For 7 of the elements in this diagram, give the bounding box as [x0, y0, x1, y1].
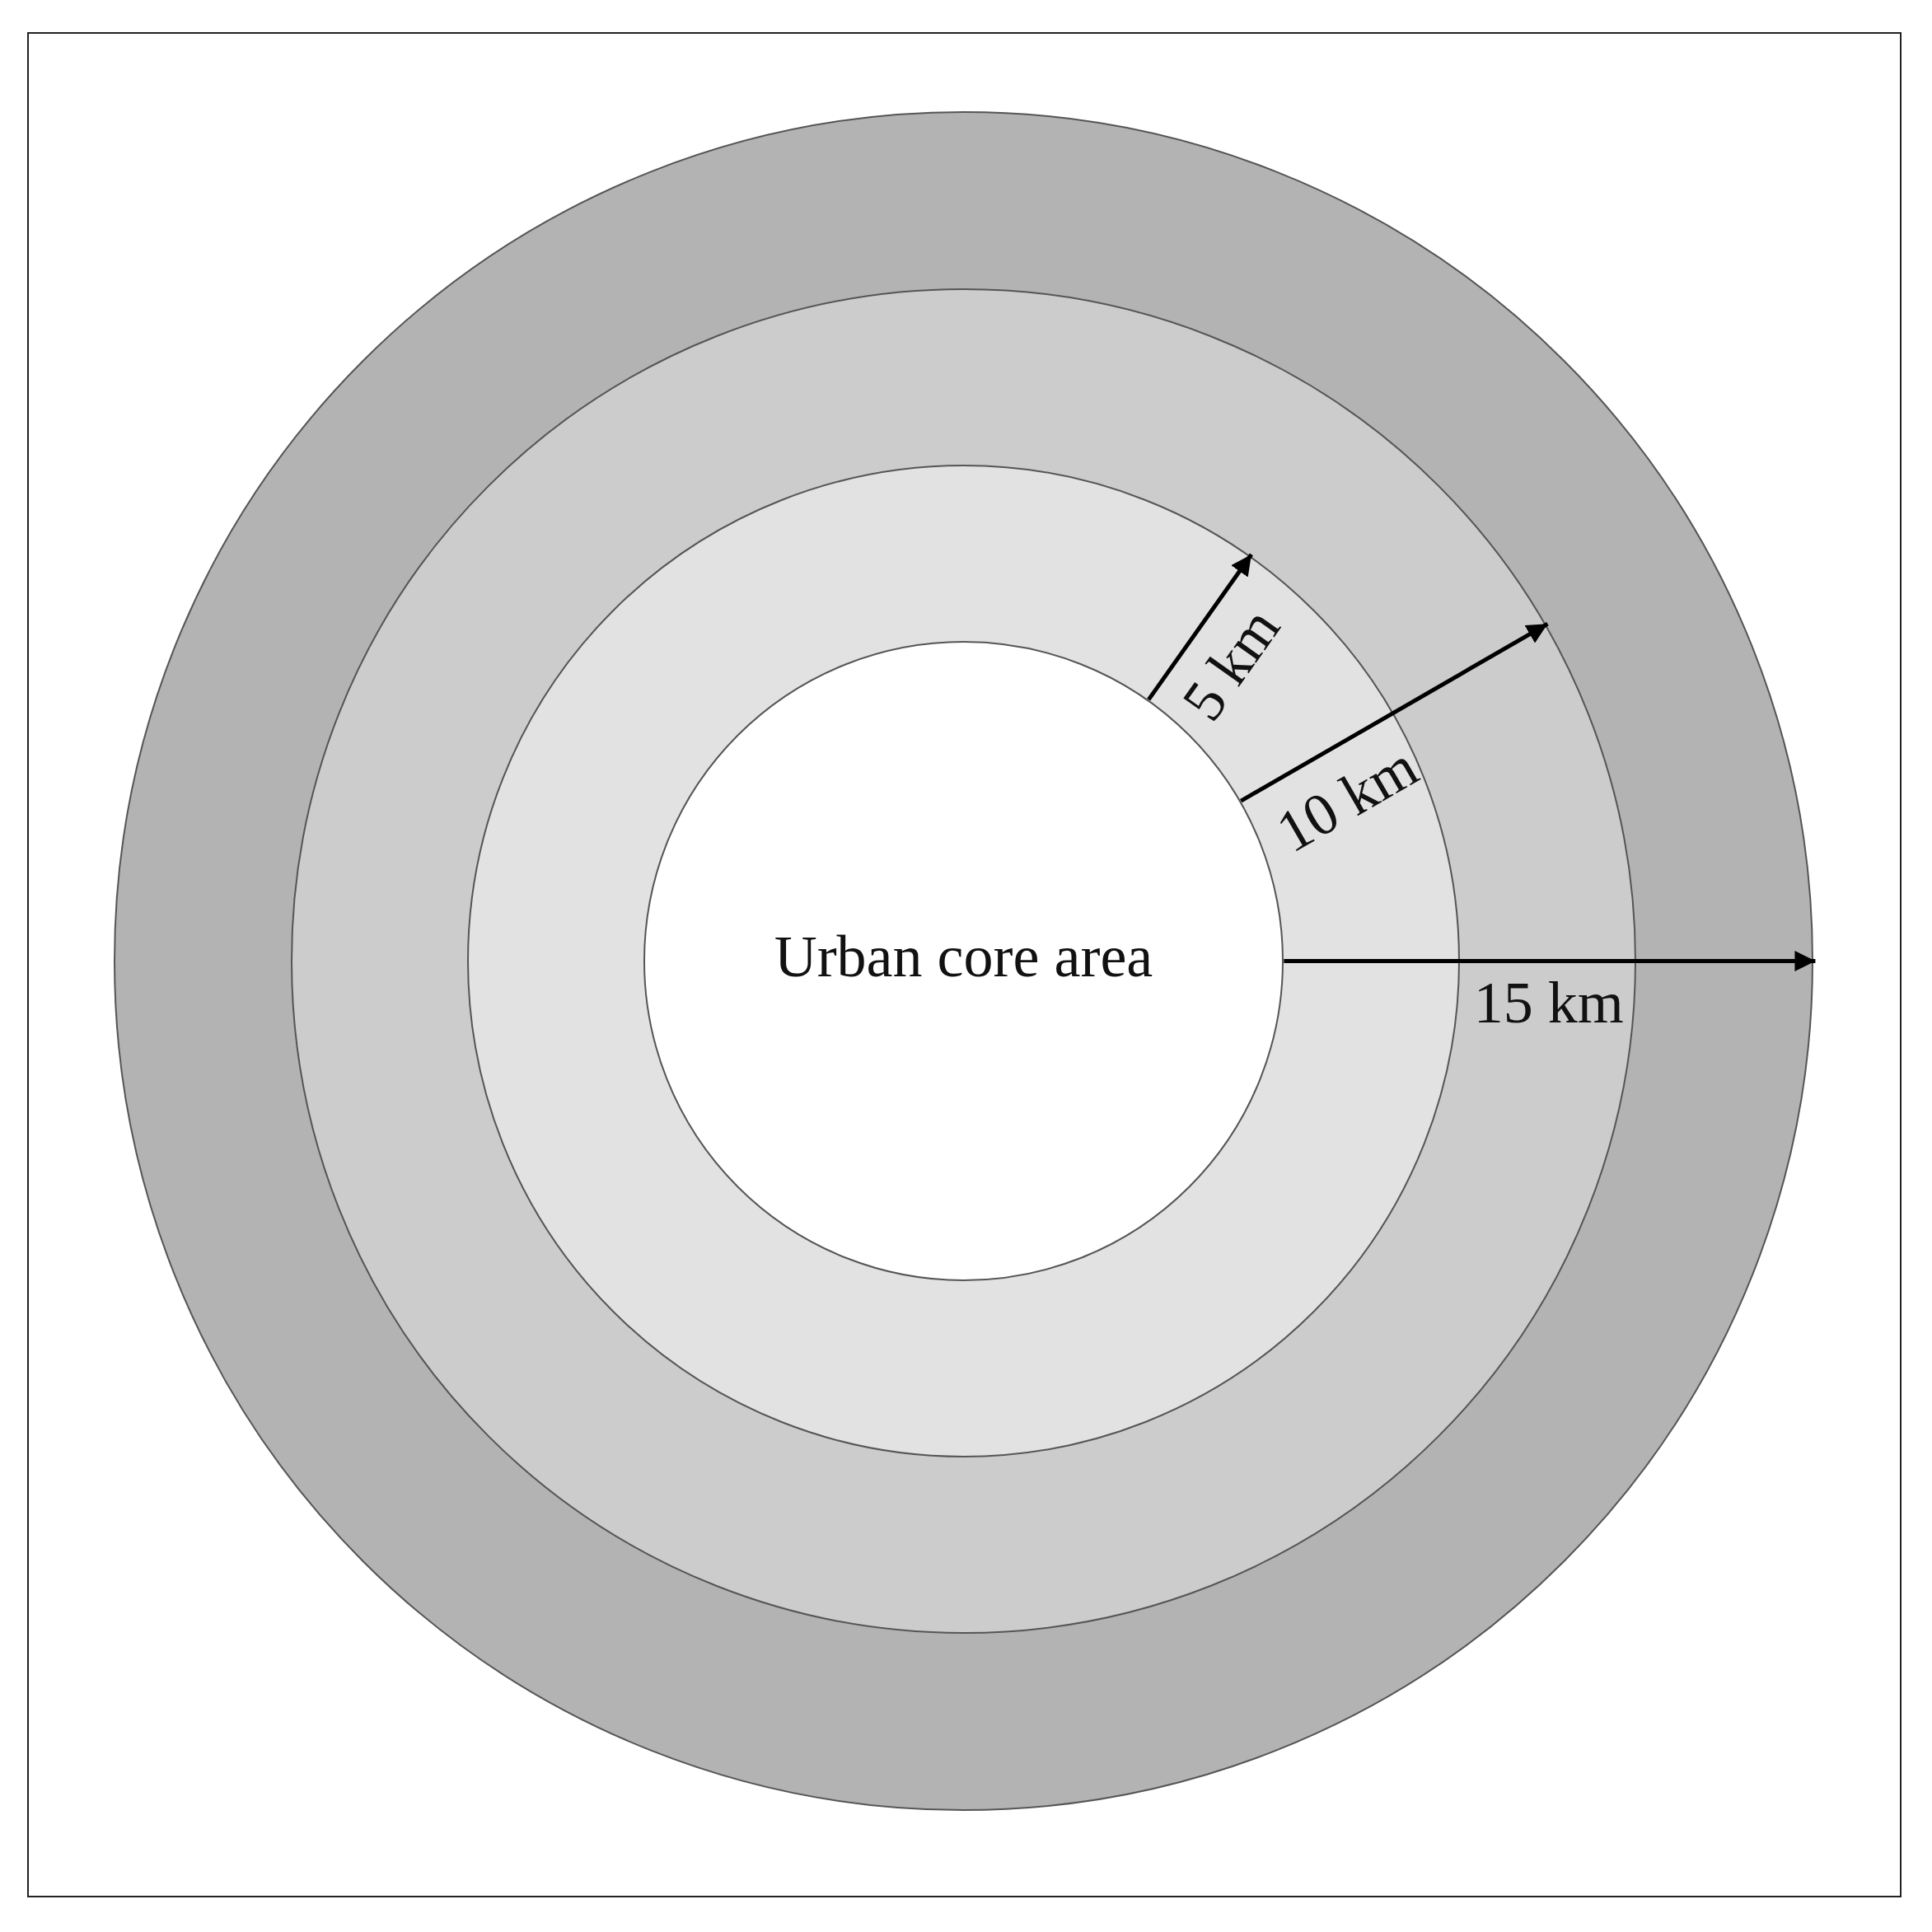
edge-label: 10 km [1267, 736, 1427, 863]
area-label: Urban core area [774, 923, 1153, 991]
arrow [1284, 951, 1816, 971]
arrow [1240, 622, 1549, 803]
edge-label: 5 km [1172, 597, 1290, 731]
arrow [1147, 553, 1253, 701]
edge-label: 15 km [1473, 973, 1624, 1033]
